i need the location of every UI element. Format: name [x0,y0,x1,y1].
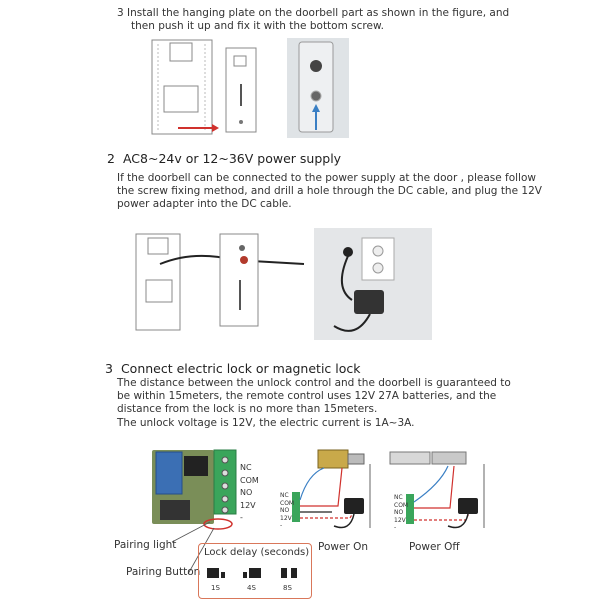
power-off-terminals: NC COM NO 12V - [394,494,408,532]
section-2-title: AC8~24v or 12~36V power supply [122,151,342,166]
relay-terminal-12v: 12V [240,500,256,510]
power-on-terminals: NC COM NO 12V - [280,492,294,530]
power-on-wiring-figure [292,449,371,529]
section-2-para-3: power adapter into the DC cable. [117,198,292,210]
pairing-leader-lines [171,521,215,575]
off-term-com: COM [394,501,409,509]
install-step-line1: 3 Install the hanging plate on the doorb… [117,7,510,19]
doorbell-back-figure [151,39,219,135]
off-term-12v: 12V [394,516,406,524]
on-term-com: COM [280,499,295,507]
delay-1s: 1S [211,584,220,592]
section-3-number: 3 [105,361,113,376]
relay-terminal-com: COM [240,475,259,485]
relay-terminal-labels: NC COM NO 12V - [240,462,259,525]
relay-terminal-minus: - [240,513,243,522]
section-2-para-2: the screw fixing method, and drill a hol… [117,185,542,197]
section-3-para-3: distance from the lock is no more than 1… [117,403,378,415]
on-term-12v: 12V [280,514,292,522]
power-on-label: Power On [318,541,369,553]
section-2-heading: 2 AC8~24v or 12~36V power supply [107,151,341,166]
on-term-no: NO [280,507,290,514]
on-term-minus: - [280,522,283,529]
hanging-plate-figure [225,47,257,133]
install-step-line2: then push it up and fix it with the bott… [131,20,384,32]
section-3-title: Connect electric lock or magnetic lock [120,361,361,376]
pairing-light-label: Pairing light [114,539,177,551]
off-term-minus: - [394,524,397,531]
power-off-wiring-figure [389,451,485,529]
power-supply-figure [135,228,432,340]
on-term-nc: NC [280,492,289,499]
off-term-no: NO [394,509,404,516]
pairing-button-label: Pairing Button [126,566,201,578]
lock-delay-box: Lock delay (seconds) 1S 4S 8S [198,543,312,599]
lock-delay-title: Lock delay (seconds) [204,547,310,558]
section-2-number: 2 [107,151,115,166]
power-off-label: Power Off [409,541,460,553]
section-3-heading: 3 Connect electric lock or magnetic lock [105,361,361,376]
relay-board-figure [152,449,237,530]
off-term-nc: NC [394,494,403,501]
section-3-para-1: The distance between the unlock control … [117,377,511,389]
doorbell-front-figure [287,38,349,138]
relay-terminal-nc: NC [240,463,252,472]
delay-8s: 8S [283,584,292,592]
section-2-para-1: If the doorbell can be connected to the … [117,172,536,184]
section-3-para-4: The unlock voltage is 12V, the electric … [117,417,415,429]
delay-4s: 4S [247,584,256,592]
section-3-para-2: be within 15meters, the remote control u… [117,390,497,402]
jumper-icons [207,568,297,578]
relay-terminal-no: NO [240,488,253,497]
